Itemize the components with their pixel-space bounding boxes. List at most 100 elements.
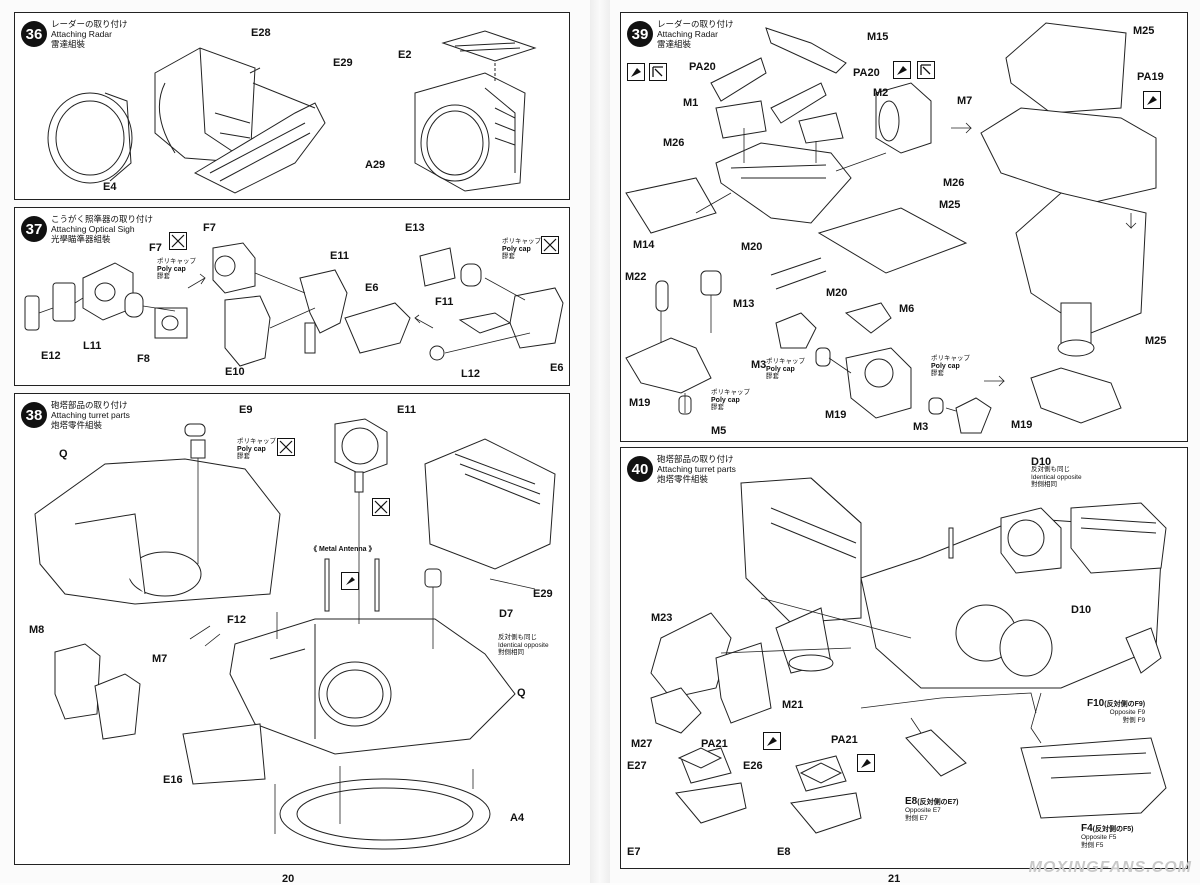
part-label: M15 xyxy=(867,31,889,43)
part-label: M8 xyxy=(29,624,45,636)
part-label: M2 xyxy=(873,87,889,99)
part-label: E4 xyxy=(103,181,117,193)
watermark: MOXINGFANS.COM xyxy=(1028,859,1192,876)
part-label: Q xyxy=(59,448,68,460)
paint-icon xyxy=(857,754,875,772)
part-label: E12 xyxy=(41,350,61,362)
part-label: M3 xyxy=(751,359,767,371)
f10-callout: F10(反対側のF9) Opposite F9 對側 F9 xyxy=(1087,698,1146,724)
part-label: M25 xyxy=(1145,335,1167,347)
part-label: E2 xyxy=(398,49,412,61)
part-label: M20 xyxy=(826,287,848,299)
part-label: PA20 xyxy=(853,67,880,79)
part-label: E29 xyxy=(333,57,353,69)
part-label: F7 xyxy=(203,222,216,234)
paint-icon xyxy=(763,732,781,750)
part-label: L12 xyxy=(461,368,480,380)
part-label: M21 xyxy=(782,699,804,711)
part-label: M14 xyxy=(633,239,655,251)
part-label: PA20 xyxy=(689,61,716,73)
part-label: E6 xyxy=(365,282,379,294)
radar-mount-drawing xyxy=(625,22,1157,434)
step-number: 40 xyxy=(627,456,653,482)
radar-assembly-drawing xyxy=(47,30,537,194)
part-label: PA19 xyxy=(1137,71,1164,83)
part-label: M1 xyxy=(683,97,699,109)
part-label: M13 xyxy=(733,298,755,310)
part-label: E7 xyxy=(627,846,641,858)
part-label: E8 xyxy=(777,846,791,858)
part-label: M19 xyxy=(825,409,847,421)
part-label: E27 xyxy=(627,760,647,772)
part-label: M20 xyxy=(741,241,763,253)
part-label: E11 xyxy=(397,404,416,416)
part-label: E28 xyxy=(251,27,271,39)
part-label: M26 xyxy=(943,177,965,189)
step-number: 39 xyxy=(627,21,653,47)
part-label: M7 xyxy=(957,95,973,107)
part-label: F11 xyxy=(435,296,454,308)
step-number: 36 xyxy=(21,21,47,47)
decal-icon xyxy=(917,61,935,79)
part-label: M27 xyxy=(631,738,653,750)
page-gutter xyxy=(590,0,610,883)
part-label: D7 xyxy=(499,608,514,620)
part-label: M7 xyxy=(152,653,168,665)
paint-icon xyxy=(627,63,645,81)
cement-icon xyxy=(341,572,359,590)
no-cement-icon xyxy=(372,498,390,516)
no-cement-icon xyxy=(169,232,187,250)
part-label: E9 xyxy=(239,404,253,416)
part-label: A4 xyxy=(510,812,525,824)
part-label: M26 xyxy=(663,137,685,149)
part-label: Q xyxy=(517,687,526,699)
part-label: M5 xyxy=(711,425,727,437)
part-label: M25 xyxy=(1133,25,1155,37)
part-label: F7 xyxy=(149,242,162,254)
part-label: M3 xyxy=(913,421,929,433)
optical-sight-drawing xyxy=(24,242,564,367)
part-label: F12 xyxy=(227,614,246,626)
paint-icon xyxy=(893,61,911,79)
part-label: PA21 xyxy=(831,734,858,746)
part-label: M25 xyxy=(939,199,961,211)
part-label: D10 xyxy=(1031,456,1052,468)
decal-icon xyxy=(649,63,667,81)
part-label: E11 xyxy=(330,250,349,262)
part-label: M19 xyxy=(1011,419,1033,431)
part-label: M23 xyxy=(651,612,673,624)
no-cement-icon xyxy=(277,438,295,456)
turret-final-assembly-drawing xyxy=(650,477,1167,834)
paint-icon xyxy=(1143,91,1161,109)
part-label: E13 xyxy=(405,222,425,234)
part-label: M6 xyxy=(899,303,915,315)
part-label: F8 xyxy=(137,353,150,365)
part-label: PA21 xyxy=(701,738,728,750)
part-label: L11 xyxy=(83,340,102,352)
page-number-left: 20 xyxy=(282,873,295,885)
f4-callout: F4(反対側のF5) Opposite F5 對側 F5 xyxy=(1081,823,1134,849)
part-label: D10 xyxy=(1071,604,1092,616)
part-label: E6 xyxy=(550,362,564,374)
part-label: A29 xyxy=(365,159,386,171)
turret-assembly-drawing xyxy=(34,418,556,850)
page-number-right: 21 xyxy=(888,873,901,885)
step-number: 38 xyxy=(21,402,47,428)
